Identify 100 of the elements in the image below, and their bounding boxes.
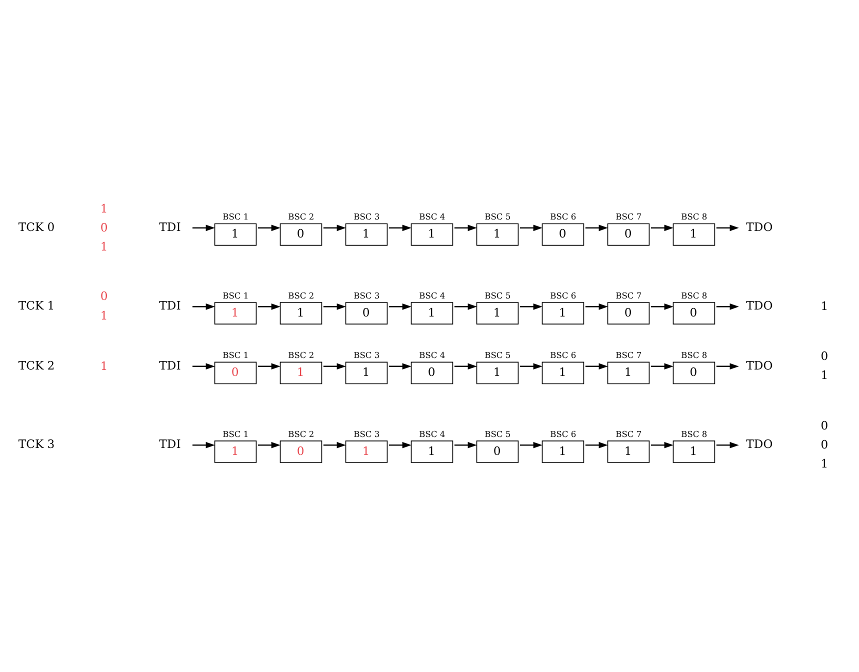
node-box: 1 bbox=[542, 302, 584, 324]
node-label: BSC 1 bbox=[222, 350, 249, 360]
label: 0 bbox=[820, 418, 828, 432]
node-label: BSC 7 bbox=[616, 428, 642, 438]
node-box: 1 bbox=[280, 361, 322, 384]
node-label: BSC 1 bbox=[222, 211, 249, 222]
node-text: TDI bbox=[159, 219, 181, 234]
arrow bbox=[258, 224, 280, 231]
arrow bbox=[192, 441, 215, 448]
node-label: BSC 7 bbox=[616, 290, 642, 300]
arrow bbox=[650, 224, 674, 231]
arrow bbox=[716, 362, 739, 370]
arrow bbox=[585, 224, 608, 231]
node-box: 1 bbox=[476, 361, 519, 384]
label: 1 bbox=[820, 298, 828, 313]
arrow bbox=[192, 362, 215, 370]
node-box: 1 bbox=[345, 222, 388, 246]
node-box: 0 bbox=[345, 302, 388, 324]
arrow bbox=[585, 441, 608, 448]
arrow bbox=[258, 302, 280, 310]
arrow bbox=[258, 362, 280, 370]
node-box: 1 bbox=[410, 302, 454, 324]
node-label: BSC 2 bbox=[288, 428, 314, 438]
node-label: BSC 2 bbox=[288, 211, 314, 222]
node-label: BSC 6 bbox=[550, 211, 576, 222]
node-box: 0 bbox=[542, 222, 584, 246]
arrow bbox=[716, 224, 739, 231]
arrow bbox=[520, 362, 542, 370]
node-label: BSC 1 bbox=[222, 428, 249, 438]
node-label: BSC 8 bbox=[681, 350, 708, 360]
node-label: BSC 6 bbox=[550, 290, 576, 300]
arrow bbox=[192, 224, 215, 231]
arrow bbox=[650, 302, 674, 310]
node-label: BSC 5 bbox=[484, 428, 511, 438]
node-box: 1 bbox=[607, 440, 650, 462]
arrow bbox=[520, 224, 542, 231]
node-box: 1 bbox=[672, 440, 716, 462]
node-box: 0 bbox=[607, 302, 650, 324]
label: TCK 3 bbox=[18, 436, 55, 451]
label: 1 bbox=[100, 308, 108, 322]
node-label: BSC 8 bbox=[681, 290, 708, 300]
node-text: TDO bbox=[746, 358, 773, 372]
node-label: BSC 7 bbox=[616, 350, 642, 360]
node-box: 1 bbox=[476, 222, 519, 246]
label: 0 bbox=[820, 437, 828, 452]
label: 1 bbox=[100, 358, 108, 372]
node-label: BSC 1 bbox=[222, 290, 249, 300]
node-box: 1 bbox=[345, 361, 388, 384]
node-label: BSC 3 bbox=[354, 290, 380, 300]
node-box: 1 bbox=[476, 302, 519, 324]
arrow bbox=[323, 224, 346, 231]
node-label: BSC 4 bbox=[419, 350, 446, 360]
node-label: BSC 8 bbox=[681, 211, 708, 222]
arrow bbox=[716, 441, 739, 448]
arrow bbox=[520, 441, 542, 448]
node-box: 1 bbox=[607, 361, 650, 384]
arrow bbox=[454, 441, 477, 448]
arrow bbox=[323, 441, 346, 448]
node-box: 0 bbox=[280, 440, 322, 462]
node-label: BSC 4 bbox=[419, 290, 446, 300]
node-label: BSC 6 bbox=[550, 428, 576, 438]
node-text: TDO bbox=[746, 219, 773, 234]
label: 0 bbox=[100, 220, 108, 234]
node-box: 0 bbox=[672, 302, 716, 324]
arrow bbox=[388, 302, 412, 310]
node-box: 1 bbox=[345, 440, 388, 462]
node-box: 1 bbox=[672, 222, 716, 246]
arrow bbox=[454, 362, 477, 370]
label: 1 bbox=[820, 456, 828, 470]
node-label: BSC 4 bbox=[419, 211, 446, 222]
arrow bbox=[650, 362, 674, 370]
label: 1 bbox=[100, 200, 108, 215]
arrow bbox=[258, 441, 280, 448]
node-label: BSC 4 bbox=[419, 428, 446, 438]
arrow bbox=[716, 302, 739, 310]
node-box: 0 bbox=[214, 361, 257, 384]
node-box: 0 bbox=[476, 440, 519, 462]
node-text: TDI bbox=[159, 298, 181, 312]
arrow bbox=[454, 224, 477, 231]
node-label: BSC 5 bbox=[484, 211, 511, 222]
arrow bbox=[585, 362, 608, 370]
label: 0 bbox=[100, 288, 108, 303]
node-label: BSC 6 bbox=[550, 350, 576, 360]
node-box: 0 bbox=[672, 361, 716, 384]
arrow bbox=[454, 302, 477, 310]
arrow bbox=[650, 441, 674, 448]
node-box: 1 bbox=[280, 302, 322, 324]
label: 1 bbox=[100, 238, 108, 253]
arrow bbox=[388, 224, 412, 231]
arrow bbox=[192, 302, 215, 310]
node-box: 0 bbox=[280, 222, 322, 246]
node-label: BSC 3 bbox=[354, 350, 380, 360]
arrow bbox=[323, 302, 346, 310]
node-box: 0 bbox=[607, 222, 650, 246]
label: 0 bbox=[820, 348, 828, 362]
node-label: BSC 3 bbox=[354, 211, 380, 222]
node-box: 1 bbox=[214, 440, 257, 462]
node-box: 1 bbox=[542, 440, 584, 462]
arrow bbox=[388, 362, 412, 370]
node-label: BSC 5 bbox=[484, 350, 511, 360]
